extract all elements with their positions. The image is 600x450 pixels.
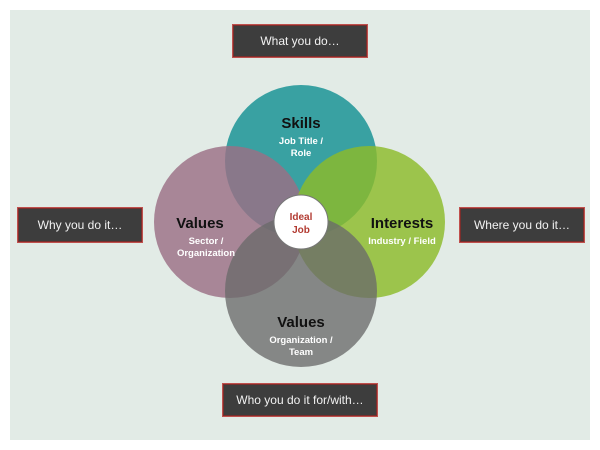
- interests-sub-1: Industry / Field: [368, 236, 436, 247]
- skills-sub-1: Job Title /: [279, 136, 324, 147]
- center-line-1: Ideal: [290, 212, 313, 223]
- values-left-sub-1: Sector /: [189, 236, 224, 247]
- center-line-2: Job: [292, 225, 310, 236]
- interests-title: Interests: [371, 215, 434, 232]
- skills-sub-2: Role: [291, 148, 312, 159]
- values-bottom-title: Values: [277, 314, 325, 331]
- center-circle: [273, 194, 329, 250]
- values-bottom-sub-1: Organization /: [269, 335, 333, 346]
- label-what-you-do: What you do…: [232, 24, 368, 58]
- values-bottom-sub-2: Team: [289, 347, 313, 358]
- skills-title: Skills: [281, 115, 320, 132]
- label-where-you-do-it: Where you do it…: [459, 207, 585, 243]
- label-who-you-do-it-for: Who you do it for/with…: [222, 383, 378, 417]
- label-why-you-do-it: Why you do it…: [17, 207, 143, 243]
- circle-values-bottom: [225, 215, 377, 367]
- values-left-title: Values: [176, 215, 224, 232]
- values-left-sub-2: Organization: [177, 248, 235, 259]
